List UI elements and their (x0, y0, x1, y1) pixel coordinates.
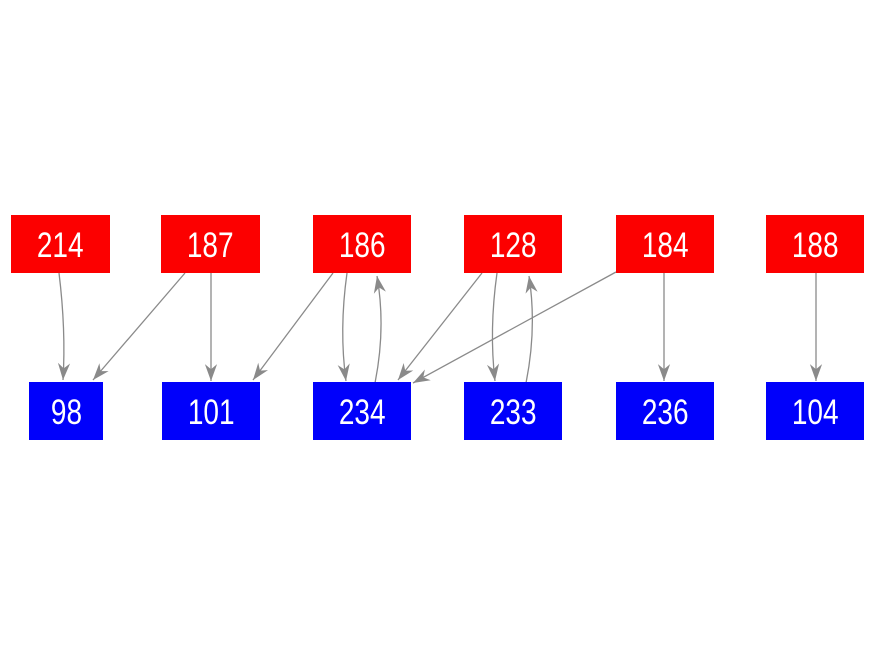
node-236: 236 (616, 382, 714, 440)
edge-234-186 (373, 275, 386, 384)
node-label: 186 (338, 226, 386, 265)
node-186: 186 (313, 215, 411, 273)
node-label: 184 (641, 226, 689, 265)
node-104: 104 (766, 382, 864, 440)
edge-233-128 (525, 275, 538, 384)
node-101: 101 (162, 382, 260, 440)
node-234: 234 (313, 382, 411, 440)
node-184: 184 (616, 215, 714, 273)
node-187: 187 (161, 215, 260, 273)
edge-186-101 (252, 272, 334, 381)
node-label: 233 (489, 393, 537, 432)
node-label: 236 (641, 393, 689, 432)
node-label: 98 (50, 393, 82, 432)
edge-186-234 (337, 272, 350, 382)
edge-214-98 (57, 272, 71, 381)
node-label: 187 (187, 226, 234, 265)
node-label: 101 (187, 393, 235, 432)
edge-187-98 (92, 272, 186, 381)
node-98: 98 (29, 382, 103, 440)
node-label: 104 (791, 393, 839, 432)
node-128: 128 (464, 215, 562, 273)
edge-128-234 (397, 272, 483, 381)
node-label: 128 (489, 226, 537, 265)
node-233: 233 (464, 382, 562, 440)
node-label: 214 (37, 226, 84, 265)
node-188: 188 (766, 215, 864, 273)
node-214: 214 (11, 215, 110, 273)
node-label: 234 (338, 393, 386, 432)
edge-128-233 (486, 272, 500, 382)
node-label: 188 (791, 226, 839, 265)
edge-184-234 (412, 271, 617, 384)
